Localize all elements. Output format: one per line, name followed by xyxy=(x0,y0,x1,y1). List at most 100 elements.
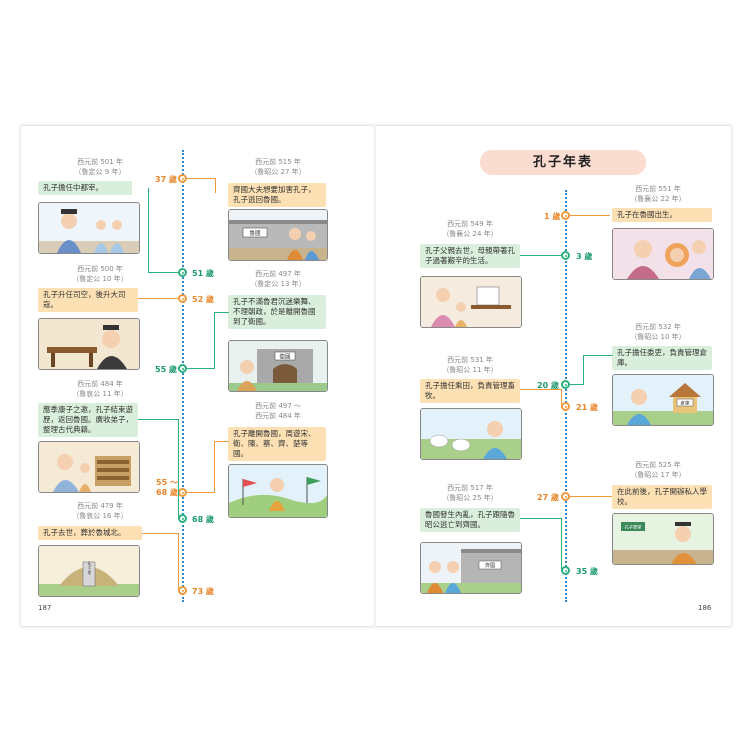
connector-51 xyxy=(148,188,183,273)
escape-scene: 魯國 xyxy=(229,210,327,260)
event-label: 孔子離開魯國，周遊宋、衛、陳、蔡、齊、楚等國。 xyxy=(228,427,326,461)
connector-55-v xyxy=(214,312,229,369)
event-date: 西元前 531 年（魯昭公 11 年） xyxy=(442,356,498,374)
event-label: 孔子在魯國出生。 xyxy=(612,208,712,222)
sheep-scene xyxy=(421,409,521,459)
event-date: 西元前 525 年（魯昭公 17 年） xyxy=(630,461,686,479)
connector-37 xyxy=(187,178,216,193)
timeline-node-55-68 xyxy=(178,488,187,497)
sign-text: 衛國 xyxy=(279,353,291,361)
age-label: 55 ～68 歲 xyxy=(156,478,178,497)
connector-3 xyxy=(520,255,561,256)
age-label: 52 歲 xyxy=(192,295,214,304)
illustration-birth xyxy=(612,228,714,280)
timeline-node-21 xyxy=(561,402,570,411)
age-label: 55 歲 xyxy=(155,365,177,374)
event-date: 西元前 479 年（魯哀公 16 年） xyxy=(72,502,128,520)
sign-text: 孔子之墓 xyxy=(87,560,91,575)
connector-55-68-v xyxy=(214,441,229,493)
age-label: 27 歲 xyxy=(537,493,559,502)
page-number-right: 186 xyxy=(698,604,712,612)
officials-scene xyxy=(39,203,139,253)
connector-35 xyxy=(520,518,562,571)
event-date: 西元前 517 年（魯昭公 25 年） xyxy=(442,484,498,502)
page-title: 孔子年表 xyxy=(480,150,646,175)
timeline-node-27 xyxy=(561,492,570,501)
event-date: 西元前 500 年（魯定公 10 年） xyxy=(72,265,128,283)
age-label: 51 歲 xyxy=(192,269,214,278)
official-desk-scene xyxy=(39,319,139,369)
illustration-mother xyxy=(420,276,522,328)
age-label: 37 歲 xyxy=(155,175,177,184)
event-label: 魯國發生內亂，孔子跟隨魯昭公逃亡到齊國。 xyxy=(420,508,520,532)
age-label: 21 歲 xyxy=(576,403,598,412)
page-number-left: 187 xyxy=(38,604,52,612)
timeline-axis-right xyxy=(565,190,567,602)
timeline-node-52 xyxy=(178,294,187,303)
connector-20-v xyxy=(583,355,613,385)
flee-scene: 齊國 xyxy=(421,543,521,593)
event-date: 西元前 484 年（魯哀公 11 年） xyxy=(72,380,128,398)
timeline-node-73 xyxy=(178,586,187,595)
age-label: 20 歲 xyxy=(537,381,559,390)
tomb-scene: 孔子之墓 xyxy=(39,546,139,596)
sign-text: 魯國 xyxy=(249,229,261,237)
connector-55-68-h xyxy=(187,441,215,493)
illustration-travel xyxy=(228,464,328,518)
event-label: 齊國大夫想要加害孔子，孔子逃回魯國。 xyxy=(228,183,326,207)
event-label: 孔子擔任乘田，負責管理畜牧。 xyxy=(420,379,520,403)
illustration-escape: 魯國 xyxy=(228,209,328,261)
sign-text: 孔子學堂 xyxy=(625,524,642,531)
timeline-node-37 xyxy=(178,174,187,183)
connector-1 xyxy=(570,215,610,216)
event-label: 應季康子之邀，孔子結束遊歷，返回魯國。廣收弟子，整理古代典籍。 xyxy=(38,403,138,437)
illustration-tomb: 孔子之墓 xyxy=(38,545,140,597)
age-label: 73 歲 xyxy=(192,587,214,596)
illustration-books xyxy=(38,441,140,493)
event-label: 孔子父親去世，母親帶著孔子過著艱辛的生活。 xyxy=(420,244,520,268)
connector-55-h xyxy=(187,312,215,369)
connector-52 xyxy=(138,298,178,299)
gate-scene: 衛國 xyxy=(229,341,327,391)
event-label: 在此前後，孔子開辦私人學校。 xyxy=(612,485,712,509)
books-scene xyxy=(39,442,139,492)
timeline-node-51 xyxy=(178,268,187,277)
age-label: 68 歲 xyxy=(192,515,214,524)
school-scene: 孔子學堂 xyxy=(613,514,713,564)
sign-text: 齊國 xyxy=(485,562,495,569)
illustration-gate: 衛國 xyxy=(228,340,328,392)
connector-68 xyxy=(138,419,179,519)
timeline-node-68 xyxy=(178,514,187,523)
connector-20-h xyxy=(570,355,584,385)
illustration-school: 孔子學堂 xyxy=(612,513,714,565)
event-label: 孔子擔任中都宰。 xyxy=(38,181,132,195)
timeline-axis-left xyxy=(182,150,184,602)
event-label: 孔子升任司空，後升大司寇。 xyxy=(38,288,138,312)
event-date: 西元前 497 ～西元前 484 年 xyxy=(255,402,301,420)
event-label: 孔子去世，葬於魯城北。 xyxy=(38,526,142,540)
connector-27 xyxy=(570,496,612,497)
sign-text: 倉庫 xyxy=(680,400,690,407)
timeline-node-20 xyxy=(561,380,570,389)
timeline-node-55 xyxy=(178,364,187,373)
event-label: 孔子不滿魯君沉迷樂舞、不理朝政，於是離開魯國到了衛國。 xyxy=(228,295,326,329)
connector-21 xyxy=(520,389,562,406)
timeline-node-3 xyxy=(561,251,570,260)
book-gutter xyxy=(374,125,376,627)
illustration-officials xyxy=(38,202,140,254)
illustration-sheep xyxy=(420,408,522,460)
birth-scene xyxy=(613,229,713,279)
timeline-node-35 xyxy=(561,566,570,575)
age-label: 3 歲 xyxy=(576,252,593,261)
event-date: 西元前 515 年（魯昭公 27 年） xyxy=(250,158,306,176)
granary-scene: 倉庫 xyxy=(613,375,713,425)
mother-scene xyxy=(421,277,521,327)
travel-scene xyxy=(229,465,327,517)
event-label: 孔子擔任委吏，負責管理倉庫。 xyxy=(612,346,712,370)
age-label: 1 歲 xyxy=(544,212,561,221)
event-date: 西元前 532 年（魯昭公 10 年） xyxy=(630,323,686,341)
event-date: 西元前 501 年（魯定公 9 年） xyxy=(74,158,126,176)
timeline-node-1 xyxy=(561,211,570,220)
illustration-flee: 齊國 xyxy=(420,542,522,594)
